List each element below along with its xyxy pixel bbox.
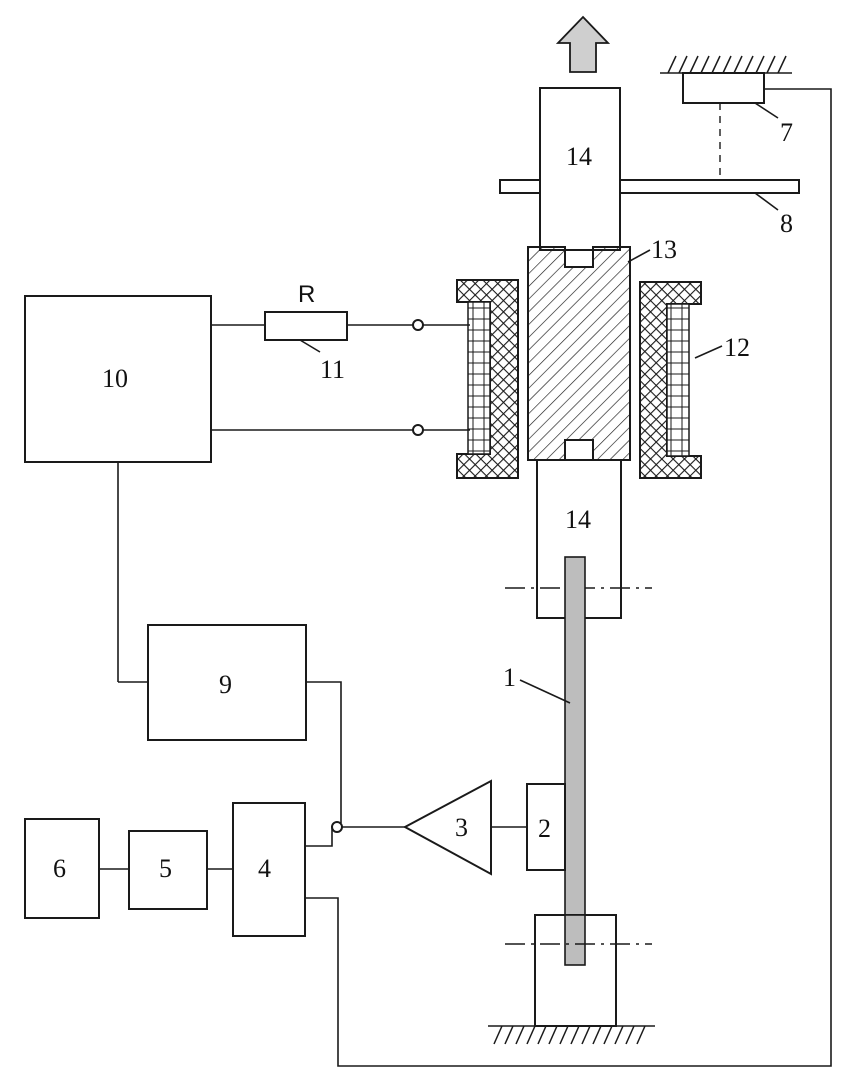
- amplifier-3: [402, 779, 492, 876]
- sensor-2: [526, 783, 566, 871]
- terminal-upper: [412, 319, 424, 331]
- terminal-lower: [412, 424, 424, 436]
- ground-top: [660, 55, 792, 74]
- label-10: 10: [102, 364, 128, 393]
- rod-1: [564, 556, 586, 966]
- label-8: 8: [780, 209, 793, 238]
- junction-node: [331, 821, 343, 833]
- coil-12-left: [456, 279, 519, 479]
- label-9: 9: [219, 670, 232, 699]
- up-arrow-icon: [555, 15, 611, 73]
- label-12: 12: [724, 333, 750, 362]
- label-1: 1: [503, 663, 516, 692]
- block-5: [128, 830, 208, 910]
- rod-1-lower: [564, 914, 586, 966]
- sensor-7: [682, 72, 765, 104]
- coil-12-right: [639, 281, 702, 479]
- label-13: 13: [651, 235, 677, 264]
- label-4: 4: [258, 854, 271, 883]
- label-R: R: [298, 281, 315, 308]
- label-7: 7: [780, 118, 793, 147]
- block-4: [232, 802, 306, 937]
- label-2: 2: [538, 814, 551, 843]
- block-9: [147, 624, 307, 741]
- label-5: 5: [159, 854, 172, 883]
- label-11: 11: [320, 355, 345, 384]
- label-3: 3: [455, 813, 468, 842]
- grip-14-top: [539, 87, 621, 251]
- ground-bottom: [488, 1025, 655, 1045]
- resistor-11: [264, 311, 348, 341]
- label-6: 6: [53, 854, 66, 883]
- label-14-top: 14: [566, 142, 592, 171]
- specimen-13: [527, 246, 631, 461]
- label-14-bottom: 14: [565, 505, 591, 534]
- feedback-wire: [305, 88, 832, 1067]
